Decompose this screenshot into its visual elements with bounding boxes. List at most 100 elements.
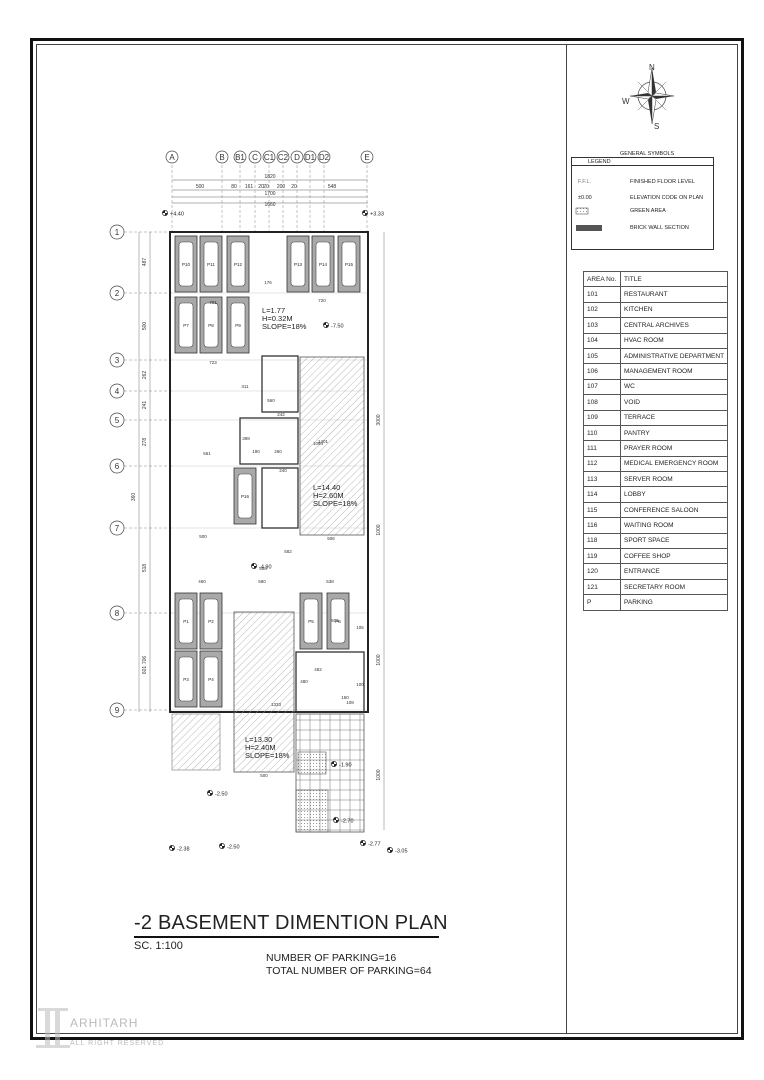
area-code: 111 [583,440,621,457]
legend-title: LEGEND [572,158,713,166]
area-code: 106 [583,363,621,380]
area-code: 107 [583,378,621,396]
ramp-lower [233,611,295,773]
legend-row: BRICK WALL SECTION [572,224,713,236]
dimension-top: 1660 [264,202,275,208]
dimension-left: 262 [142,371,148,380]
parking-spot: P15 [337,235,361,293]
dimension-internal: 505 [331,618,339,623]
grid-row-label: 4 [115,387,120,396]
dimension-internal: 582 [284,549,292,554]
area-code: 118 [583,532,621,550]
parking-spot-label: P15 [345,262,354,267]
area-code: 114 [583,486,621,503]
area-title: TERRACE [619,409,729,426]
north-arrow-compass: N W S [622,63,675,131]
grid-column-label: D1 [305,153,316,162]
parking-spot-label: P6 [335,619,341,624]
dimension-top: 20 [263,184,269,190]
plan-title: -2 BASEMENT DIMENTION PLAN [134,912,448,938]
area-code: 101 [583,286,621,303]
arhitarh-logo [36,1008,70,1048]
area-title: PARKING [619,594,729,611]
grid-row-bubble [109,702,125,718]
level-value: -4.90 [259,565,272,571]
parking-spot: P1 [174,592,198,650]
grid-row-bubble [109,458,125,474]
area-code: 108 [583,394,621,411]
ramp-height: H=0.32M [262,314,293,323]
dimension-internal: 190 [252,449,260,454]
parking-spot: P11 [199,235,223,293]
legend-symbol-graphics [575,207,602,231]
parking-spot: P13 [286,235,310,293]
parking-spot-label: P1 [183,619,189,624]
area-table-header: AREA No. TITLE [583,270,729,288]
dimension-internal: 500 [260,773,268,778]
level-markers: +4.40+3.33-7.50-4.90-1.90-2.50-2.70-2.38… [162,210,408,855]
level-marker: +4.40 [162,210,184,218]
grid-row-bubble [109,605,125,621]
area-title: SPORT SPACE [619,532,729,550]
parking-spot: P8 [199,296,223,354]
area-title: CENTRAL ARCHIVES [619,317,729,334]
dimension-internal: 260 [274,449,282,454]
grid-row-label: 7 [115,524,120,533]
grid-column-bubble [303,150,317,164]
green-area-2 [295,789,329,833]
area-title: VOID [619,394,729,411]
legend-box: LEGEND F.F.L. FINISHED FLOOR LEVEL ±0.00… [571,157,714,250]
level-marker: -2.50 [207,790,228,798]
legend-row: ±0.00 ELEVATION CODE ON PLAN [572,194,713,206]
dimension-internal: 105 [356,625,364,630]
area-title: HVAC ROOM [619,332,729,349]
level-marker: -1.90 [331,761,352,769]
grid-column-bubble [262,150,276,164]
dimension-internal: 560 [267,398,275,403]
general-symbols-title: GENERAL SYMBOLS [620,151,675,157]
dimension-internal: 723 [209,360,217,365]
parking-spot: P2 [199,592,223,650]
dimension-internal: 480 [300,679,308,684]
dimension-internal: 108 [346,700,354,705]
parking-spot-label: P9 [235,323,241,328]
dimension-internal: 100 [356,682,364,687]
legend-label: FINISHED FLOOR LEVEL [630,179,695,185]
area-title: WC [619,378,729,396]
stair-core [239,355,365,713]
area-code: 113 [583,471,621,488]
parking-spot-label: P5 [308,619,314,624]
area-code: 120 [583,563,621,580]
compass-w: W [622,97,630,106]
grid-column-label: A [169,153,175,162]
ramp-height: H=2.40M [245,743,276,752]
grid-row-label: 5 [115,416,120,425]
dimension-left: 500 [142,322,148,331]
grid-column-bubble [276,150,290,164]
parking-spot-label: P2 [208,619,214,624]
dimension-internal: 506 [327,536,335,541]
ramp-height: H=2.60M [313,491,344,500]
total-parking-count: TOTAL NUMBER OF PARKING=64 [266,965,432,977]
grid-row-bubble [109,520,125,536]
grid-row-bubble [109,224,125,240]
parking-spot-label: P10 [182,262,191,267]
level-value: +4.40 [170,212,184,218]
area-code: 103 [583,317,621,334]
area-title: ENTRANCE [619,563,729,580]
level-value: -2.50 [227,845,240,851]
legend-row: F.F.L. FINISHED FLOOR LEVEL [572,178,713,190]
dimension-left: 601 [142,666,148,675]
grid-row-label: 3 [115,356,120,365]
dimension-internal: 176 [264,280,272,285]
area-code: 105 [583,347,621,365]
level-value: -3.05 [395,849,408,855]
legend-row: GREEN AREA [572,207,713,219]
